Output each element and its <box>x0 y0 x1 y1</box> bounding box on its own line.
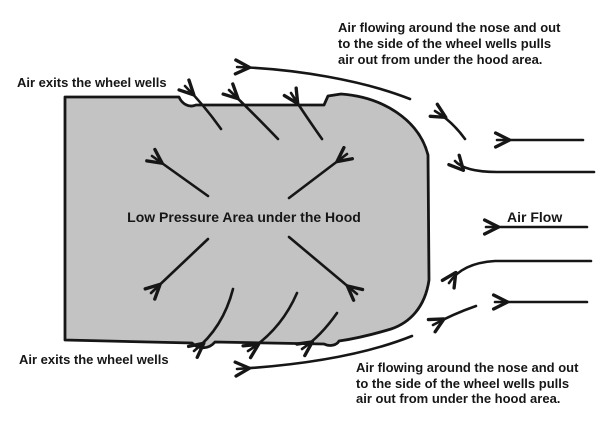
text-line: to the side of the wheel wells pulls <box>356 375 570 391</box>
label-nose-flow-top: Air flowing around the nose and out to t… <box>338 20 560 68</box>
arrow-exit-bottom-3-icon <box>295 311 339 358</box>
text-line: air out from under the hood area. <box>356 391 561 406</box>
arrow-exit-top-2-icon <box>221 82 280 141</box>
arrow-exit-top-3-icon <box>282 86 324 141</box>
label-air-flow: Air Flow <box>507 209 563 225</box>
arrow-interior-up-left-icon <box>145 147 210 198</box>
arrow-exit-bottom-2-icon <box>241 291 299 360</box>
arrow-interior-up-right-icon <box>287 145 354 200</box>
text-line: air out from under the hood area. <box>338 52 543 67</box>
arrow-sweep-top-icon <box>233 58 412 101</box>
arrow-interior-down-left-icon <box>143 237 210 301</box>
label-air-exits-bottom: Air exits the wheel wells <box>19 352 169 367</box>
arrow-deflect-top-outer-icon <box>447 153 596 174</box>
arrow-exit-bottom-1-icon <box>186 287 235 359</box>
arrow-deflect-bottom-outer-icon <box>440 259 593 290</box>
arrow-sweep-bottom-icon <box>233 334 414 378</box>
text-line: Air flowing around the nose and out <box>338 20 561 35</box>
label-nose-flow-bottom: Air flowing around the nose and out to t… <box>356 360 578 407</box>
arrow-deflect-bottom-inner-icon <box>426 304 478 334</box>
label-air-exits-top: Air exits the wheel wells <box>17 75 167 90</box>
arrow-interior-down-right-icon <box>287 235 365 302</box>
arrow-exit-top-1-icon <box>177 78 223 131</box>
arrow-deflect-top-inner-icon <box>428 102 467 141</box>
label-low-pressure-area: Low Pressure Area under the Hood <box>127 209 361 225</box>
text-line: to the side of the wheel wells pulls <box>338 36 552 51</box>
text-line: Air flowing around the nose and out <box>356 360 579 375</box>
